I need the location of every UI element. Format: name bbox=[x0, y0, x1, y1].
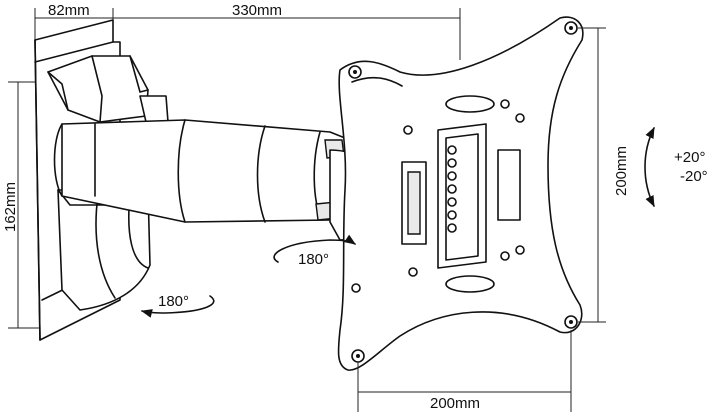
mounting-hole-bottom-left bbox=[351, 349, 365, 363]
vesa-vertical-label: 200mm bbox=[613, 146, 630, 196]
arm-swivel-label: 180° bbox=[298, 251, 329, 268]
arm-length-label: 330mm bbox=[232, 2, 282, 19]
mounting-holes bbox=[348, 21, 578, 363]
vesa-vertical-dimension bbox=[578, 27, 606, 323]
arm-swivel-arrow-icon bbox=[273, 234, 356, 263]
mounting-hole-bottom-right bbox=[564, 315, 578, 329]
wall-swivel-arrow-icon bbox=[140, 295, 215, 318]
height-label: 162mm bbox=[2, 182, 19, 232]
tilt-down-label: -20° bbox=[680, 168, 708, 185]
wall-offset-label: 82mm bbox=[48, 2, 90, 19]
tilt-up-label: +20° bbox=[674, 149, 705, 166]
mounting-hole-top-right bbox=[564, 21, 578, 35]
tilt-arrow-icon bbox=[644, 126, 655, 208]
vesa-horizontal-dimension bbox=[357, 330, 572, 412]
vesa-horizontal-label: 200mm bbox=[430, 395, 480, 412]
tilt-ratchet-teeth bbox=[447, 145, 457, 233]
wall-hinge-block bbox=[47, 55, 169, 123]
top-dimension-lines bbox=[34, 8, 461, 60]
wall-swivel-knuckle bbox=[57, 189, 151, 311]
mounting-hole-top-left bbox=[348, 65, 362, 79]
wall-swivel-label: 180° bbox=[158, 293, 189, 310]
